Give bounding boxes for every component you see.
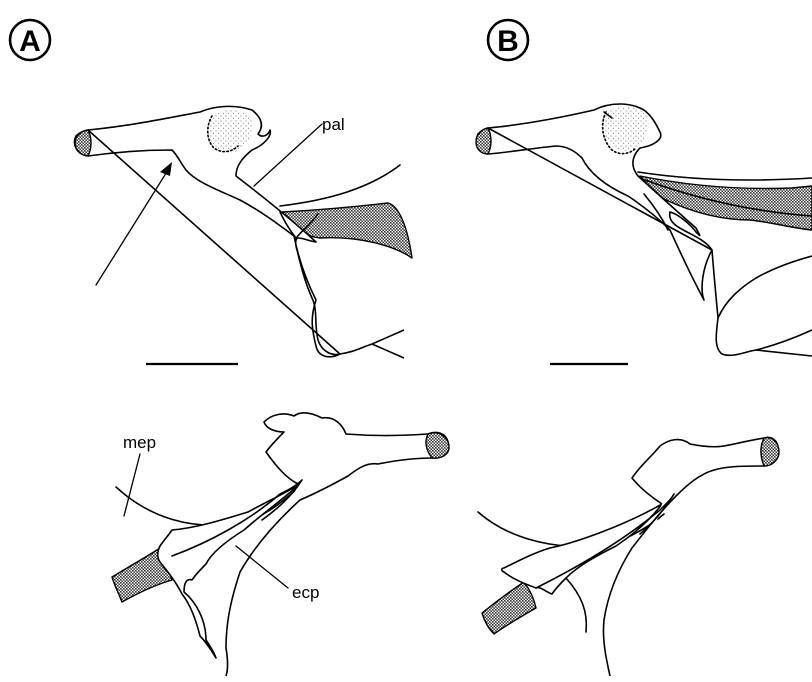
panel-b: B xyxy=(476,20,812,676)
pal-leader-line xyxy=(254,124,322,186)
panel-a-letter-badge: A xyxy=(10,20,50,60)
label-ecp: ecp xyxy=(292,583,319,602)
panel-a-letter: A xyxy=(19,25,41,58)
panel-b-top-bone xyxy=(476,104,812,356)
panel-a: A pal xyxy=(10,20,449,676)
mep-leader-line xyxy=(124,454,140,516)
label-mep: mep xyxy=(123,433,156,452)
panel-a-bottom-bone xyxy=(112,413,449,676)
label-pal: pal xyxy=(322,115,345,134)
panel-a-top-bone xyxy=(75,106,413,358)
panel-b-letter: B xyxy=(497,25,519,58)
panel-b-bottom-bone xyxy=(478,438,779,677)
panel-b-letter-badge: B xyxy=(488,20,528,60)
